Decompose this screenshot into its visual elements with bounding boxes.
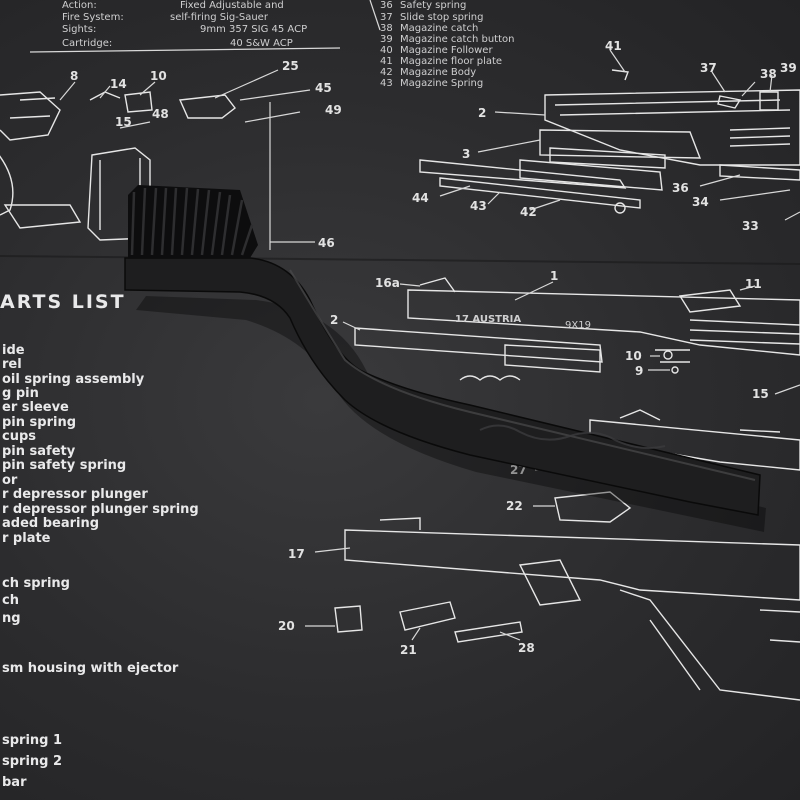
brush-handle [124,257,761,516]
slide-diagram: 16a 1 11 2 10 9 15 17 AUSTRIA 9X19 [330,269,800,471]
spec-value-0: Fixed Adjustable and [180,0,284,11]
callout-36: 36 [672,181,689,195]
parts-list-title: ARTS LIST [0,291,126,313]
top-list-num-5: 41 [380,56,393,67]
parts-list-item-9: or [2,473,18,488]
top-list-item-0: Safety spring [400,0,466,11]
spec-label-3: Cartridge: [62,38,112,49]
callout-42: 42 [520,205,537,219]
callout-49: 49 [325,103,342,117]
parts-list-item-12: aded bearing [2,516,99,531]
callout-9: 9 [635,364,643,378]
parts-list-item-24: spring 2 [2,754,62,769]
parts-list-item-16: ch spring [2,576,70,591]
spec-value-1: self-firing Sig-Sauer [170,12,269,23]
callout-44: 44 [412,191,429,205]
spec-value-2: 9mm 357 SIG 45 ACP [200,24,307,35]
callout-28: 28 [518,641,535,655]
top-list-num-4: 40 [380,45,393,56]
callout-43: 43 [470,199,487,213]
spec-label-0: Action: [62,0,97,11]
callout-14: 14 [110,77,127,91]
parts-list-item-20: sm housing with ejector [2,661,179,676]
callout-3: 3 [462,147,470,161]
parts-list-item-1: rel [2,357,22,372]
slide-marking: 17 AUSTRIA [455,314,521,325]
spec-label-1: Fire System: [62,12,124,23]
top-list-item-3: Magazine catch button [400,34,514,45]
parts-list-item-18: ng [2,611,21,626]
parts-list-item-17: ch [2,593,19,608]
brush-bristles [128,185,258,258]
top-parts-list: 36 Safety spring 37 Slide stop spring 38… [380,0,514,89]
callout-15-mid: 15 [752,387,769,401]
parts-list-item-2: oil spring assembly [2,372,145,387]
callout-17: 17 [288,547,305,561]
spec-block: Action: Fire System: Sights: Cartridge: … [29,0,381,53]
parts-list-item-5: pin spring [2,415,76,430]
parts-list: ide rel oil spring assembly g pin er sle… [2,343,199,790]
parts-list-item-10: r depressor plunger [2,487,148,502]
callout-48: 48 [152,107,169,121]
callout-33: 33 [742,219,759,233]
callout-34: 34 [692,195,709,209]
callout-46: 46 [318,236,335,250]
callout-21: 21 [400,643,417,657]
callout-2-top: 2 [478,106,486,120]
parts-list-item-25: bar [2,775,27,790]
parts-list-item-13: r plate [2,531,51,546]
top-list-num-0: 36 [380,0,393,11]
top-list-item-4: Magazine Follower [400,45,493,56]
top-list-item-6: Magazine Body [400,67,476,78]
callout-10-mid: 10 [625,349,642,363]
parts-list-item-4: er sleeve [2,400,69,415]
callout-2: 2 [330,313,338,327]
top-list-num-6: 42 [380,67,393,78]
caliber-marking: 9X19 [565,320,591,331]
cleaning-brush [124,185,766,532]
top-list-item-5: Magazine floor plate [400,56,502,67]
top-list-item-2: Magazine catch [400,23,478,34]
callout-15: 15 [115,115,132,129]
callout-37: 37 [700,61,717,75]
callout-41: 41 [605,39,622,53]
parts-list-item-23: spring 1 [2,733,62,748]
callout-11: 11 [745,277,762,291]
callout-1: 1 [550,269,558,283]
parts-list-item-0: ide [2,343,25,358]
callout-45: 45 [315,81,332,95]
callout-20: 20 [278,619,295,633]
callout-25: 25 [282,59,299,73]
top-list-num-3: 39 [380,34,393,45]
parts-list-item-8: pin safety spring [2,458,126,473]
top-list-num-7: 43 [380,78,393,89]
callout-8: 8 [70,69,78,83]
top-list-item-1: Slide stop spring [400,12,484,23]
top-list-item-7: Magazine Spring [400,78,483,89]
parts-list-item-6: cups [2,429,36,444]
upper-left-diagram: 8 14 10 25 45 15 48 49 46 [0,59,342,250]
parts-list-item-3: g pin [2,386,39,401]
spec-label-2: Sights: [62,24,96,35]
upper-right-diagram: 2 3 41 37 38 39 36 34 33 44 43 42 [412,39,800,233]
callout-22: 22 [506,499,523,513]
spec-value-3: 40 S&W ACP [230,38,293,49]
callout-16a: 16a [375,276,400,290]
callout-10: 10 [150,69,167,83]
callout-39: 39 [780,61,797,75]
parts-list-item-11: r depressor plunger spring [2,502,199,517]
top-list-num-1: 37 [380,12,393,23]
top-list-num-2: 38 [380,23,393,34]
callout-38: 38 [760,67,777,81]
parts-list-item-7: pin safety [2,444,76,459]
